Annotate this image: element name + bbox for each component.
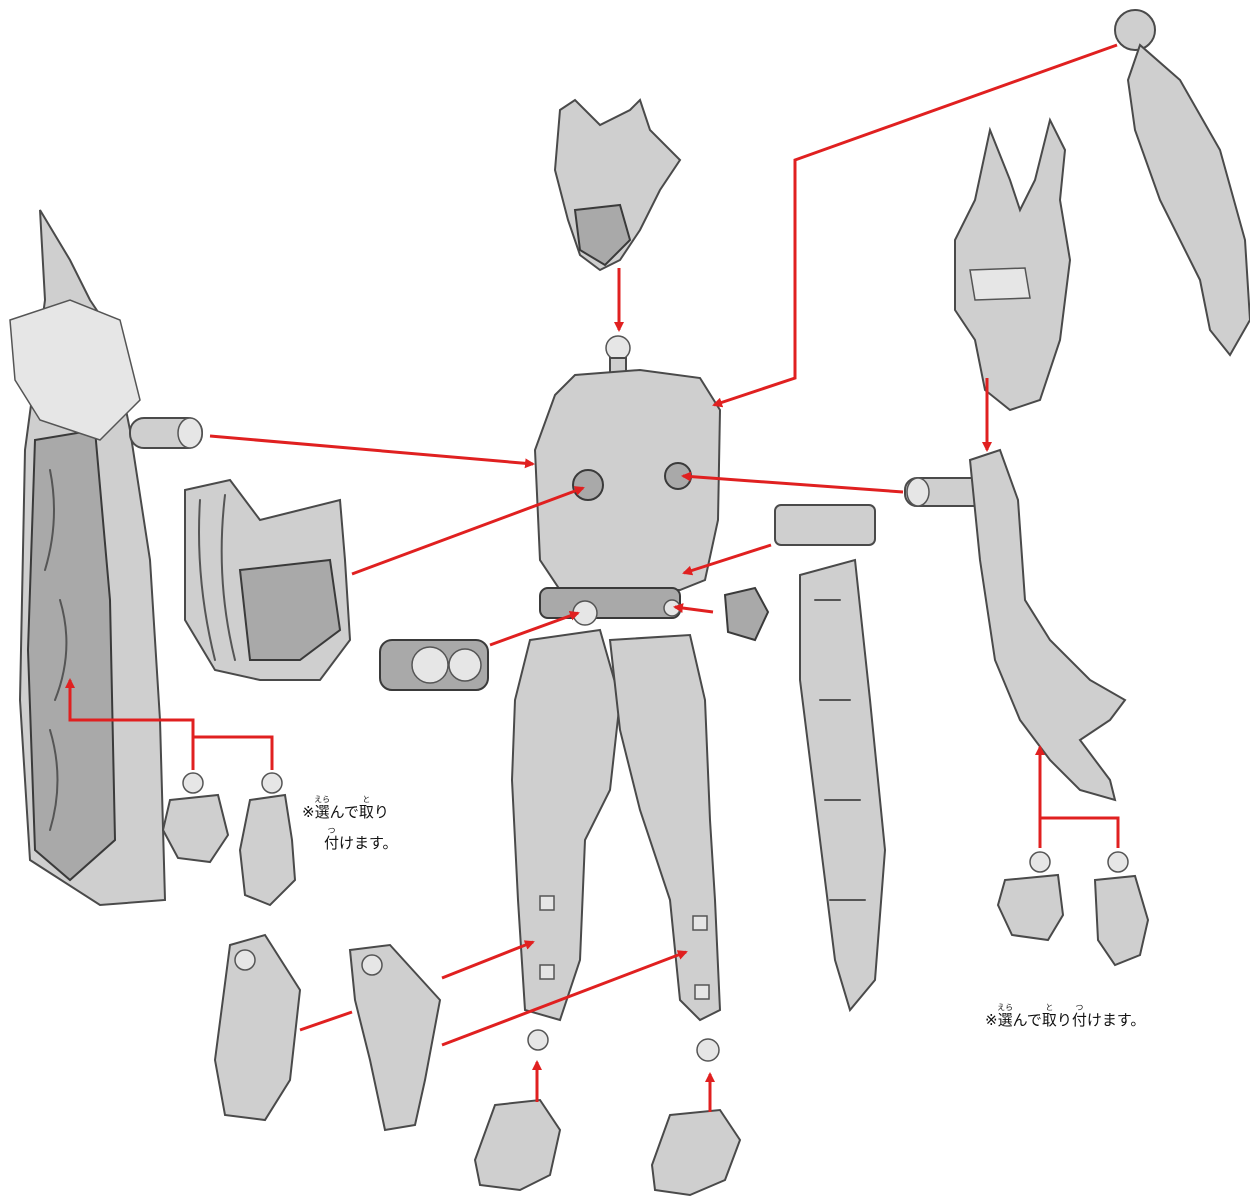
chest-armor-part <box>185 480 350 680</box>
erabu-ruby: 選えら <box>315 803 330 821</box>
cape-part <box>1115 10 1250 355</box>
erabu-ruby-right: 選えら <box>998 1011 1013 1029</box>
body-legs <box>512 630 720 1061</box>
arrow-leg-armor-connect <box>300 1012 352 1030</box>
tsuku-ruby: 付つ <box>324 834 339 852</box>
right-arm-part <box>905 450 1125 800</box>
small-connector-part <box>725 588 768 640</box>
head-part-1 <box>555 100 680 270</box>
leg-armor-part-1 <box>215 935 300 1120</box>
arrow-right-hands-bracket <box>1040 818 1118 848</box>
left-note-line-2: 付つけます。 <box>302 826 398 857</box>
left-hand-choice-note: ※選えらんで取とり 付つけます。 <box>302 795 398 857</box>
head-part-2 <box>955 120 1070 410</box>
left-foot-part <box>475 1100 560 1190</box>
left-open-hand <box>240 773 295 905</box>
toru-ruby-right: 取と <box>1042 1011 1057 1029</box>
left-fist-hand <box>163 773 228 862</box>
tsuku-ruby-right: 付つ <box>1072 1011 1087 1029</box>
body-torso <box>535 336 720 625</box>
arrow-left-hands-bracket <box>193 737 272 770</box>
right-foot-part <box>652 1110 740 1195</box>
left-note-line-1: ※選えらんで取とり <box>302 795 398 826</box>
arrow-sword-to-shoulder <box>210 436 533 464</box>
belt-buckle-part <box>380 640 488 690</box>
arrow-leg-armor-left <box>442 942 533 978</box>
right-open-hand <box>1095 852 1148 965</box>
toru-ruby: 取と <box>359 803 374 821</box>
leg-armor-part-2 <box>350 945 440 1130</box>
large-blade-part <box>775 505 885 1010</box>
right-fist-hand <box>998 852 1063 940</box>
right-hand-choice-note: ※選えらんで取とり付つけます。 <box>985 1003 1145 1029</box>
